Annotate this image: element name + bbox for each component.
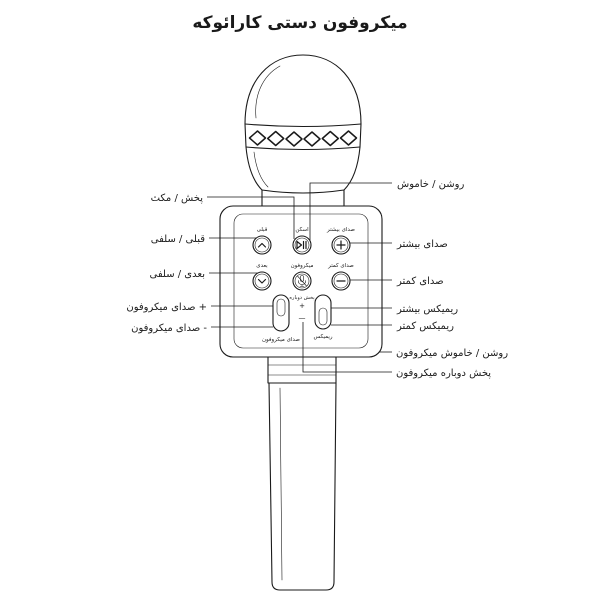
- remix-slider-track: [314, 294, 332, 330]
- volume-up-button-inner-ring: [333, 237, 349, 253]
- mic-button: [292, 271, 312, 291]
- prev-button-ring: [252, 235, 272, 255]
- volume-down-button-ring: [331, 271, 351, 291]
- chevron-up-icon: [257, 242, 267, 248]
- callout-volume-up: صدای بیشتر: [396, 239, 448, 250]
- head-bottom-edge: [261, 189, 345, 194]
- callout-prev: قبلی / سلفی: [151, 234, 205, 245]
- echo-label: پخش دوباره: [289, 295, 315, 301]
- volume-up-button-label: صدای بیشتر: [326, 227, 355, 233]
- remix-slider: [314, 294, 332, 330]
- volume-down-button-inner-ring: [333, 273, 349, 289]
- control-panel: قبلی اسکن صدای بیشتر بعدی میکروفون صدای …: [219, 205, 383, 358]
- head-band-sides: [244, 123, 362, 148]
- microphone-off-icon: [297, 275, 307, 287]
- head-band-bottom: [245, 146, 361, 151]
- head-band-top: [244, 123, 362, 128]
- callout-play-pause: پخش / مکث: [151, 193, 204, 204]
- play-pause-button-ring: [292, 235, 312, 255]
- microphone-icon-slash: [297, 275, 307, 287]
- mic-button-inner-ring: [294, 273, 310, 289]
- callout-mic-volume-down: صدای میکروفون -: [131, 323, 207, 334]
- control-panel-inner: [233, 213, 369, 349]
- next-button-inner-ring: [254, 273, 270, 289]
- band-diamond: [303, 131, 321, 147]
- callout-remix-down: ریمیکس کمتر: [396, 321, 454, 332]
- mic-volume-slider-track: [272, 294, 290, 332]
- callout-mic-volume-up: صدای میکروفون +: [126, 302, 207, 313]
- band-diamond: [248, 130, 267, 146]
- play-pause-button-inner-ring: [294, 237, 310, 253]
- head-lower-right: [343, 146, 361, 191]
- plus-icon: [336, 240, 346, 250]
- volume-up-button-ring: [331, 235, 351, 255]
- handle-collar: [267, 356, 337, 384]
- callout-mic-echo: پخش دوباره میکروفون: [396, 368, 491, 379]
- callout-line-mic-echo: [302, 322, 392, 373]
- remix-slider-knob: [318, 307, 328, 326]
- microphone-icon-stand: [298, 280, 306, 287]
- prev-button: [252, 235, 272, 255]
- play-pause-icon: [296, 240, 307, 250]
- right-callouts: روشن / خاموش صدای بیشتر صدای کمتر ریمیکس…: [302, 179, 508, 379]
- microphone-icon-capsule: [299, 275, 304, 282]
- play-pause-button: [292, 235, 312, 255]
- band-diamond: [321, 130, 340, 147]
- mic-volume-slider-knob: [276, 298, 286, 317]
- handle-body: [268, 382, 337, 591]
- neck-sides: [261, 189, 345, 207]
- band-diamond: [339, 130, 358, 146]
- head-lower-left: [245, 146, 263, 191]
- remix-slider-label: ریمیکس: [313, 333, 332, 340]
- callout-volume-down: صدای کمتر: [396, 276, 444, 287]
- prev-button-inner-ring: [254, 237, 270, 253]
- band-diamond: [285, 131, 303, 147]
- mic-neck: [261, 189, 345, 207]
- chevron-down-icon: [257, 278, 267, 284]
- volume-down-button: [331, 271, 351, 291]
- head-dome: [244, 54, 362, 125]
- mic-volume-slider-label: صدای میکروفون: [262, 336, 300, 343]
- prev-button-label: قبلی: [257, 227, 268, 233]
- next-button: [252, 271, 272, 291]
- next-button-ring: [252, 271, 272, 291]
- head-lower-highlight: [253, 151, 269, 188]
- left-callouts: پخش / مکث قبلی / سلفی بعدی / سلفی صدای م…: [126, 193, 295, 334]
- callout-power: روشن / خاموش: [397, 179, 465, 190]
- scan-button-label: اسکن: [295, 226, 309, 233]
- callout-mic-power: روشن / خاموش میکروفون: [396, 348, 508, 359]
- mic-head: [244, 54, 362, 194]
- mic-button-label: میکروفون: [291, 262, 314, 269]
- volume-up-button: [331, 235, 351, 255]
- callout-line-play-pause: [207, 196, 295, 239]
- handle-collar-rings: [267, 364, 337, 376]
- handle-highlight: [279, 387, 283, 581]
- page-title: میکروفون دستی کارائوکه: [192, 13, 407, 33]
- next-button-label: بعدی: [256, 263, 268, 269]
- echo-plus-mark: +: [299, 302, 305, 310]
- callout-line-power: [309, 182, 392, 241]
- echo-minus-mark: —: [299, 314, 306, 322]
- mic-volume-slider: [272, 294, 290, 332]
- head-band-pattern: [248, 130, 358, 147]
- band-diamond: [266, 130, 285, 147]
- mic-handle: [267, 356, 337, 591]
- callout-remix-up: ریمیکس بیشتر: [396, 304, 458, 315]
- head-dome-highlight: [255, 65, 281, 119]
- callout-next: بعدی / سلفی: [150, 269, 206, 280]
- volume-down-button-label: صدای کمتر: [327, 262, 354, 269]
- mic-button-ring: [292, 271, 312, 291]
